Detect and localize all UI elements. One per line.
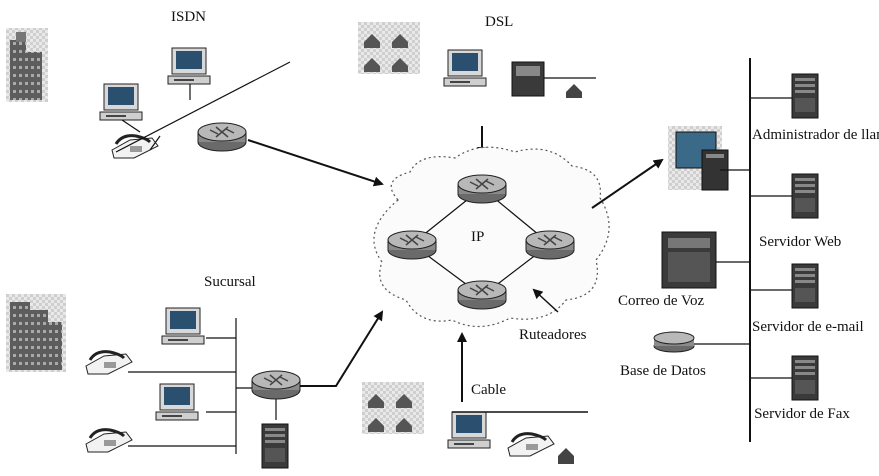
router-icon [457, 174, 507, 204]
computer-icon [161, 307, 205, 345]
sucursal-site [6, 294, 384, 469]
phone-icon [506, 432, 556, 458]
computer-icon [447, 411, 491, 449]
call-manager-icon [668, 126, 729, 191]
house-icon [558, 448, 574, 464]
ip-cloud [373, 146, 610, 328]
router-icon [251, 370, 301, 400]
houses-icon [358, 22, 420, 74]
modem-icon [511, 61, 545, 97]
servidor-email-label-line2: e-mail [825, 319, 864, 335]
administrador-label-line1: Administrador [752, 127, 840, 143]
isdn-label: ISDN [171, 9, 207, 25]
call-manager-link-arrow [591, 158, 664, 209]
isdn-site [6, 28, 384, 187]
ruteadores-label: Ruteadores [519, 327, 587, 343]
phone-icon [84, 428, 134, 454]
dsl-label: DSL [485, 14, 514, 30]
sucursal-link-arrow [300, 310, 384, 387]
administrador-label: Administrador de llamadas [752, 127, 879, 143]
server-icon [791, 263, 819, 309]
computer-icon [99, 83, 143, 121]
server-icon [791, 173, 819, 219]
router-icon [525, 230, 575, 260]
ip-label: IP [471, 229, 485, 245]
cable-site [362, 332, 588, 464]
houses-icon [362, 382, 424, 434]
building-icon [6, 294, 66, 372]
isdn-link-arrow [247, 139, 384, 187]
servidor-fax-label-line1: Servidor de [754, 406, 824, 422]
services-site [653, 58, 819, 442]
voicemail-icon [661, 231, 717, 289]
server-icon [791, 355, 819, 401]
phone-icon [84, 350, 134, 376]
router-icon [457, 280, 507, 310]
servidor-fax-label-line2: Fax [827, 406, 850, 422]
cable-label: Cable [471, 382, 506, 398]
house-icon [566, 84, 582, 98]
servidor-email-label: Servidor de e-mail [752, 319, 864, 335]
servidor-email-label-line1: Servidor de [752, 319, 822, 335]
database-icon [653, 331, 695, 353]
servidor-fax-label: Servidor de Fax [752, 406, 852, 422]
router-icon [197, 122, 247, 152]
router-icon [387, 230, 437, 260]
ruteadores-pointer-arrow [532, 288, 559, 313]
building-icon [6, 28, 48, 102]
base-de-datos-label: Base de Datos [620, 363, 706, 379]
phone-icon [110, 134, 160, 160]
computer-icon [443, 49, 487, 87]
server-icon [261, 423, 289, 469]
server-icon [791, 73, 819, 119]
servidor-web-label: Servidor Web [759, 234, 842, 250]
administrador-label-line2: de llamadas [843, 127, 879, 143]
computer-icon [167, 47, 211, 85]
computer-icon [155, 383, 199, 421]
sucursal-label: Sucursal [204, 274, 256, 290]
correo-de-voz-label: Correo de Voz [618, 293, 705, 309]
dsl-site [358, 22, 596, 157]
